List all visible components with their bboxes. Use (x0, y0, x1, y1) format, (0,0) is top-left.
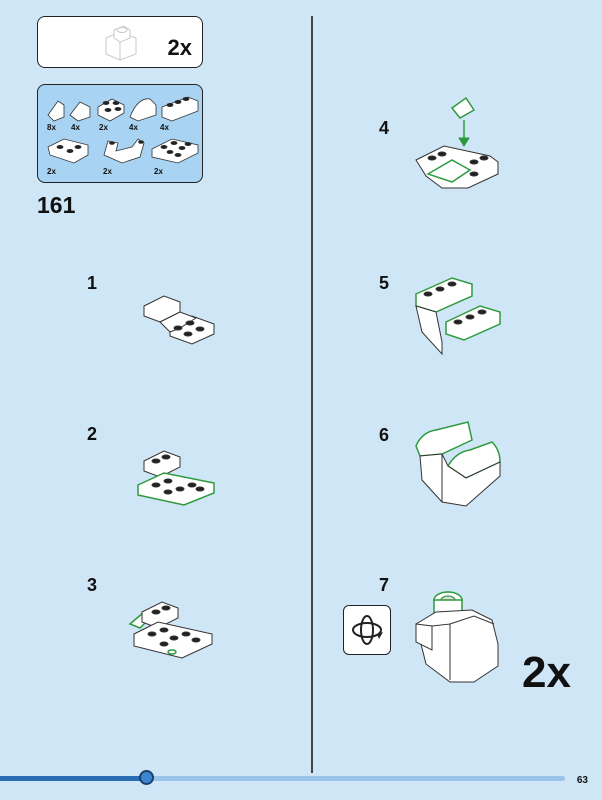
step-number: 4 (379, 118, 389, 139)
rotate-model-icon (349, 612, 385, 648)
inverted-plate-white-icon (48, 139, 88, 163)
parts-list: 8x 4x 2x 4x 4x 2x 2x 2x (37, 84, 203, 183)
part-qty: 8x (47, 123, 56, 132)
progress-fill (0, 776, 147, 781)
slope-brick-1x1-white-icon (48, 101, 64, 121)
step-4-assembly-icon (412, 96, 508, 202)
slope-brick-1x2-white-icon (70, 102, 90, 121)
part-qty: 4x (71, 123, 80, 132)
column-divider (311, 16, 313, 773)
step-number: 6 (379, 425, 389, 446)
step-2-assembly-icon (134, 445, 220, 509)
step-number: 5 (379, 273, 389, 294)
step-5-assembly-icon (412, 272, 508, 360)
submodel-callout: 2x (37, 16, 203, 68)
step-number: 2 (87, 424, 97, 445)
parts-list-drawings (38, 85, 204, 184)
part-qty: 4x (160, 123, 169, 132)
step-3-assembly-icon (126, 598, 218, 662)
brick-1x4-white-icon (162, 97, 198, 121)
step-1-assembly-icon (140, 290, 220, 346)
part-qty: 2x (47, 167, 56, 176)
final-quantity: 2x (522, 648, 571, 698)
submodel-quantity: 2x (168, 35, 192, 61)
page-number: 63 (577, 775, 588, 786)
slope-curved-white-icon (130, 99, 156, 121)
progress-indicator (139, 770, 154, 785)
part-qty: 2x (103, 167, 112, 176)
page-step-number: 161 (37, 192, 75, 219)
step-7-assembly-icon (412, 584, 508, 688)
part-qty: 4x (129, 123, 138, 132)
bracket-plate-white-icon (104, 139, 144, 163)
submodel-preview-icon (100, 24, 142, 62)
step-6-assembly-icon (412, 420, 508, 510)
part-qty: 2x (154, 167, 163, 176)
step-number: 3 (87, 575, 97, 596)
step-number: 7 (379, 575, 389, 596)
plate-2x3-white-icon (152, 139, 198, 163)
plate-2x2-round-white-icon (98, 99, 124, 121)
step-number: 1 (87, 273, 97, 294)
rotate-instruction-box (343, 605, 391, 655)
part-qty: 2x (99, 123, 108, 132)
